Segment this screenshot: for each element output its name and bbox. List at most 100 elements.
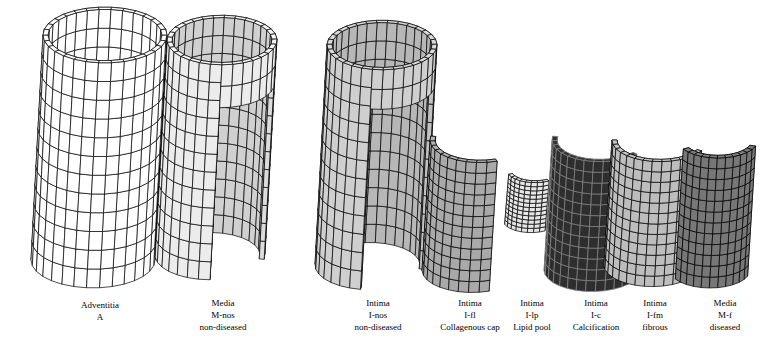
mesh-cell <box>343 212 354 233</box>
mesh-cell <box>217 125 228 144</box>
mesh-cell <box>253 23 261 44</box>
mesh-cell <box>340 267 351 288</box>
mesh-cell <box>228 126 239 146</box>
mesh-cell <box>132 32 143 54</box>
mesh-cell <box>97 81 111 100</box>
mesh-cell <box>262 187 268 205</box>
mesh-cell <box>213 18 225 36</box>
mesh-cell <box>388 170 398 190</box>
mesh-cell <box>195 116 207 136</box>
mesh-cell <box>395 227 404 248</box>
mesh-cell <box>202 190 215 208</box>
mesh-cell <box>216 143 227 162</box>
mesh-cell <box>396 24 406 44</box>
mesh-cell <box>390 134 400 154</box>
mesh-cell <box>222 35 233 54</box>
mesh-cell <box>353 215 365 235</box>
mesh-cell <box>177 257 188 278</box>
mesh-cell <box>86 59 99 62</box>
mesh-cell <box>389 152 399 172</box>
mesh-cell <box>190 206 202 226</box>
mesh-cell <box>96 100 110 119</box>
mesh-cell <box>180 203 191 224</box>
mesh-cell <box>247 130 255 151</box>
mesh-cell <box>198 63 210 83</box>
mesh-cell <box>89 231 103 250</box>
mesh-cell <box>408 138 416 160</box>
mesh-cell <box>62 265 75 286</box>
mesh-cell <box>191 17 203 21</box>
mesh-cell <box>357 141 369 161</box>
mesh-cell <box>207 100 220 118</box>
mesh-cell <box>66 190 79 211</box>
mesh-cell <box>191 188 203 208</box>
mesh-cell <box>203 172 216 190</box>
mesh-cell <box>395 42 405 62</box>
mesh-cell <box>53 243 64 265</box>
mesh-cell <box>161 35 167 41</box>
mesh-cell <box>68 153 81 174</box>
mesh-cell <box>368 169 379 187</box>
mesh-cell <box>60 112 71 134</box>
mesh-cell <box>74 268 88 288</box>
mesh-cell <box>74 8 87 12</box>
mesh-cell <box>386 23 397 42</box>
mesh-cell <box>106 137 120 157</box>
mesh-cell <box>406 25 415 46</box>
mesh-cell <box>178 239 189 260</box>
mesh-cell <box>339 117 349 139</box>
mesh-cell <box>75 29 87 50</box>
mesh-cell <box>248 112 256 133</box>
mesh-cell <box>56 187 67 209</box>
mesh-cell <box>365 224 376 242</box>
mesh-cell <box>88 250 102 269</box>
mesh-cell <box>123 57 136 61</box>
mesh-cell <box>120 115 133 136</box>
mesh-cell <box>381 114 392 133</box>
mesh-cell <box>52 262 63 284</box>
mesh-cell <box>63 56 74 78</box>
mesh-cell <box>401 117 410 138</box>
mesh-cell <box>77 212 91 232</box>
mesh-cell <box>266 116 272 134</box>
mesh-cell <box>204 154 217 172</box>
mesh-cell <box>260 223 266 241</box>
mesh-cell <box>55 206 66 228</box>
mesh-cell <box>243 38 253 59</box>
mesh-cell <box>235 181 245 202</box>
mesh-cell <box>181 185 192 206</box>
mesh-cell <box>179 221 190 242</box>
mesh-cell <box>342 231 353 252</box>
mesh-cell <box>199 243 212 261</box>
mesh-cell <box>238 127 248 148</box>
mesh-cell <box>90 213 104 232</box>
mesh-cell <box>104 174 118 194</box>
mesh-cell <box>265 133 271 151</box>
mesh-cell <box>102 212 116 232</box>
mesh-cell <box>263 169 269 187</box>
mesh-cell <box>110 9 123 29</box>
mesh-cell <box>365 41 376 60</box>
mesh-cell <box>192 37 202 57</box>
mesh-cell <box>113 247 126 268</box>
mesh-cell <box>366 206 377 224</box>
mesh-cell <box>338 136 348 158</box>
mesh-cell <box>99 268 113 288</box>
mesh-cell <box>109 28 122 48</box>
mesh-cell <box>369 151 380 169</box>
mesh-cell <box>405 193 413 215</box>
mesh-cell <box>246 148 254 169</box>
mesh-cell <box>54 224 65 246</box>
mesh-cell <box>81 137 95 157</box>
mesh-cell <box>193 152 205 172</box>
mesh-cell <box>270 34 277 39</box>
mesh-cell <box>70 115 83 136</box>
mesh-cell <box>271 39 277 44</box>
mesh-cell <box>356 42 366 62</box>
mesh-cell <box>237 145 247 166</box>
mesh-cell <box>403 230 411 252</box>
artery-layer <box>31 7 167 287</box>
mesh-cell <box>244 20 254 41</box>
mesh-cell <box>356 160 368 180</box>
mesh-cell <box>220 86 232 108</box>
